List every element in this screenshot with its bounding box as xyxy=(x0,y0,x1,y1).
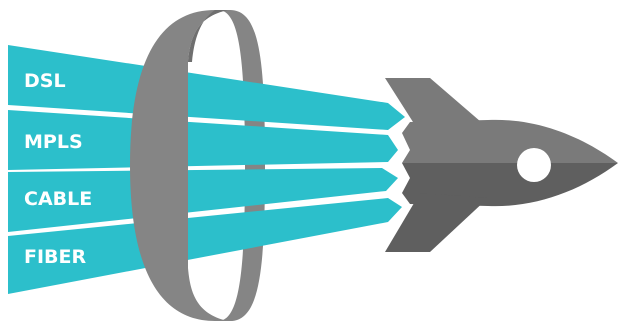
band-label-cable: CABLE xyxy=(24,188,92,210)
rocket-window xyxy=(517,148,551,182)
band-label-mpls: MPLS xyxy=(24,131,83,153)
rocket-bottom-fin xyxy=(385,193,488,252)
rocket-body-upper xyxy=(402,120,618,163)
ring-back xyxy=(218,10,265,321)
rocket xyxy=(385,78,618,252)
band-label-fiber: FIBER xyxy=(24,246,87,268)
band-label-dsl: DSL xyxy=(24,70,66,92)
